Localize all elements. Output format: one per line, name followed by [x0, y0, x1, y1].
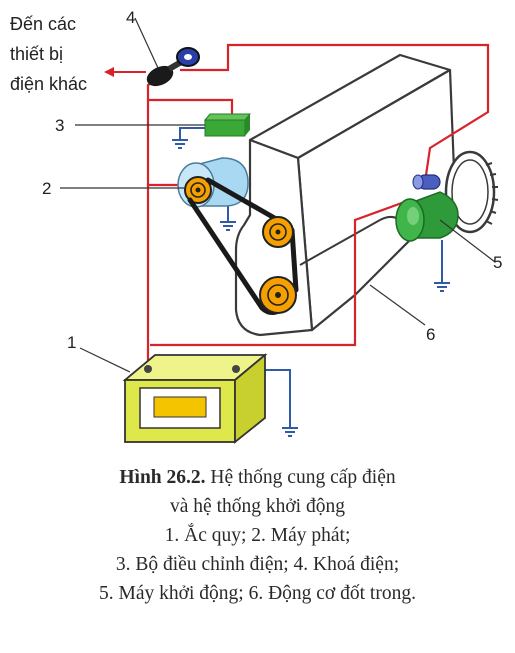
- pulley-crankshaft: [259, 276, 297, 314]
- caption-legend-line1: 1. Ắc quy; 2. Máy phát;: [164, 525, 351, 546]
- label-other-devices-1: Đến các: [10, 14, 76, 34]
- label-number-1: 1: [67, 333, 76, 352]
- ignition-key: [146, 47, 200, 87]
- label-other-devices-3: điện khác: [10, 74, 87, 94]
- leader-lines: [60, 17, 496, 373]
- voltage-regulator: [203, 113, 252, 137]
- label-other-devices-2: thiết bị: [10, 44, 63, 64]
- caption-title-part2: và hệ thống khởi động: [170, 496, 345, 517]
- caption-title-line1: Hình 26.2. Hệ thống cung cấp điện: [0, 463, 515, 492]
- caption-legend-line3: 5. Máy khởi động; 6. Động cơ đốt trong.: [99, 583, 416, 604]
- pulley-middle: [262, 216, 294, 248]
- label-number-3: 3: [55, 116, 64, 135]
- label-number-5: 5: [493, 253, 502, 272]
- caption-legend-line2: 3. Bộ điều chỉnh điện; 4. Khoá điện;: [115, 554, 400, 575]
- figure-caption: Hình 26.2. Hệ thống cung cấp điện và hệ …: [0, 463, 515, 608]
- other-devices-arrow: [104, 67, 146, 77]
- label-number-4: 4: [126, 8, 135, 27]
- drive-belt: [187, 177, 299, 315]
- label-number-6: 6: [426, 325, 435, 344]
- caption-title-part1: Hệ thống cung cấp điện: [210, 467, 396, 488]
- figure-number: Hình 26.2.: [119, 467, 206, 488]
- starter-motor: [395, 174, 459, 242]
- label-number-2: 2: [42, 179, 51, 198]
- battery: [122, 353, 268, 444]
